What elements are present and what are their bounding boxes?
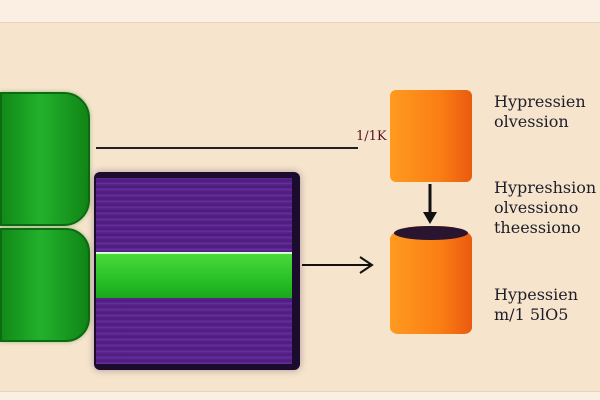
arrow-down-icon bbox=[423, 184, 437, 224]
orange-cylinder-top bbox=[390, 90, 472, 182]
label-line: olvessiono bbox=[494, 198, 579, 217]
connector-label: 1/1K bbox=[356, 129, 387, 144]
green-block-top bbox=[0, 92, 90, 226]
label-line: olvession bbox=[494, 112, 569, 131]
label-group-middle: Hypreshsion olvessiono theessiono bbox=[494, 178, 596, 238]
label-line: theessiono bbox=[494, 218, 581, 237]
label-line: Hypessien bbox=[494, 285, 579, 304]
purple-layer-bottom bbox=[96, 298, 292, 364]
arrow-right-icon bbox=[302, 256, 374, 274]
connector-line bbox=[96, 147, 358, 149]
orange-cylinder-bottom bbox=[390, 226, 472, 334]
green-block-bottom bbox=[0, 228, 90, 342]
label-group-bottom: Hypessien m/1 5lO5 bbox=[494, 285, 578, 325]
purple-layer-top bbox=[96, 178, 292, 252]
label-line: m/1 5lO5 bbox=[494, 305, 569, 324]
label-line: Hypreshsion bbox=[494, 178, 597, 197]
layer-stack bbox=[94, 172, 300, 370]
label-line: Hypressien bbox=[494, 92, 586, 111]
label-group-top: Hypressien olvession bbox=[494, 92, 586, 132]
cylinder-cap bbox=[394, 226, 468, 240]
